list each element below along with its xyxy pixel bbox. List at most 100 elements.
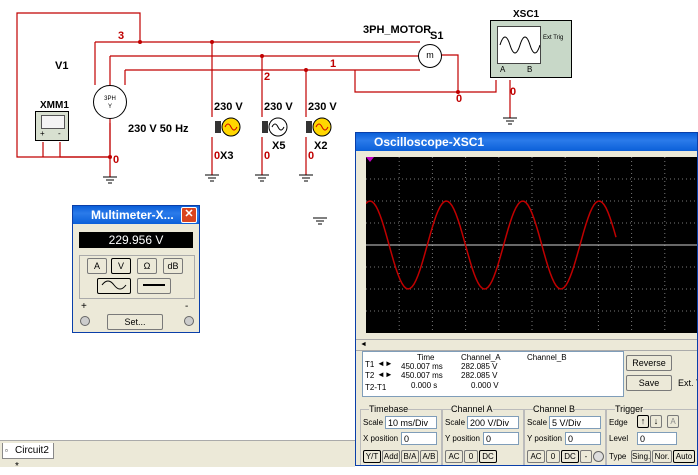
readout-header-time: Time	[417, 353, 435, 362]
ab-button[interactable]: A/B	[420, 450, 438, 463]
ext-trigger-label: Ext. T	[678, 378, 697, 388]
channel-a-trace	[366, 200, 617, 290]
ac-button[interactable]	[97, 278, 131, 294]
multimeter-display: 229.956 V	[79, 232, 193, 248]
timebase-scale-input[interactable]: 10 ms/Div	[385, 416, 437, 429]
trigger-level-input[interactable]: 0	[637, 432, 677, 445]
plus-terminal-label: +	[81, 301, 87, 312]
lamp-x2-value: 230 V	[308, 101, 337, 113]
channel-b-terminal[interactable]	[593, 451, 604, 462]
scroll-left-icon[interactable]: ◄	[360, 341, 367, 348]
mode-ampere-button[interactable]: A	[87, 258, 107, 274]
plus-terminal[interactable]	[80, 316, 90, 326]
net-label-2: 2	[264, 71, 271, 83]
channel-b-ac-button[interactable]: AC	[527, 450, 545, 463]
multimeter-ref: XMM1	[40, 100, 69, 111]
timebase-scale-label: Scale	[363, 418, 384, 427]
cursor-readout: Time Channel_A Channel_B T1 ◄► 450.007 m…	[362, 351, 624, 397]
net-label-0-scope: 0	[510, 86, 517, 98]
channel-a-dc-button[interactable]: DC	[479, 450, 497, 463]
net-label-1: 1	[330, 58, 337, 70]
cursor-marker-icon[interactable]	[366, 157, 374, 162]
t1-cursor-arrows-icon[interactable]: ◄►	[377, 359, 393, 368]
mode-db-button[interactable]: dB	[163, 258, 183, 274]
multimeter-title: Multimeter-X...	[91, 208, 174, 222]
channel-a-title: Channel A	[451, 404, 493, 414]
channel-b-zero-button[interactable]: 0	[546, 450, 560, 463]
single-trigger-button[interactable]: Sing.	[631, 450, 651, 463]
dc-line-icon	[143, 284, 165, 286]
net-label-0-x5: 0	[264, 150, 271, 162]
channel-b-ypos-input[interactable]: 0	[565, 432, 601, 445]
source-value-label: 230 V 50 Hz	[128, 123, 189, 135]
channel-b-scale-label: Scale	[527, 418, 548, 427]
channel-a-ypos-input[interactable]: 0	[483, 432, 519, 445]
normal-trigger-button[interactable]: Nor.	[652, 450, 672, 463]
oscilloscope-screen[interactable]	[366, 157, 698, 333]
net-label-3: 3	[118, 30, 125, 42]
lamp-x3-ref: X3	[220, 150, 234, 162]
close-icon[interactable]: ✕	[181, 207, 197, 223]
oscilloscope-titlebar[interactable]: Oscilloscope-XSC1	[356, 133, 697, 151]
mode-ohm-button[interactable]: Ω	[137, 258, 157, 274]
x-position-input[interactable]: 0	[401, 432, 437, 445]
scope-symbol[interactable]: Ext Trig A B	[490, 20, 572, 78]
rising-edge-icon[interactable]: ↑	[637, 415, 649, 428]
save-button[interactable]: Save	[626, 375, 672, 391]
tab-circuit2[interactable]: ▫ Circuit2 *	[2, 443, 54, 472]
auto-trigger-button[interactable]: Auto	[673, 450, 695, 463]
channel-a-ypos-label: Y position	[445, 434, 480, 443]
channel-a-zero-button[interactable]: 0	[464, 450, 478, 463]
lamp-x2[interactable]	[306, 117, 334, 137]
timebase-group: Timebase Scale 10 ms/Div X position 0 Y/…	[360, 404, 442, 465]
screen-scrollbar[interactable]: ◄	[356, 339, 697, 351]
scope-ref: XSC1	[513, 9, 540, 20]
trigger-title: Trigger	[615, 404, 644, 414]
minus-terminal[interactable]	[184, 316, 194, 326]
motor-title: 3PH_MOTOR	[363, 24, 432, 36]
net-label-0-motor: 0	[456, 93, 463, 105]
motor-symbol[interactable]: m	[418, 44, 442, 68]
channel-b-scale-input[interactable]: 5 V/Div	[549, 416, 601, 429]
multimeter-titlebar[interactable]: Multimeter-X... ✕	[73, 206, 199, 224]
channel-b-invert-button[interactable]: -	[580, 450, 592, 463]
readout-t2-channel-a: 282.085 V	[461, 371, 498, 380]
edge-a-button[interactable]: A	[667, 415, 679, 428]
lamp-x5[interactable]	[262, 117, 290, 137]
readout-t2t1-label: T2-T1	[365, 383, 387, 392]
channel-b-group: Channel B Scale 5 V/Div Y position 0 AC …	[524, 404, 606, 465]
channel-a-ac-button[interactable]: AC	[445, 450, 463, 463]
lamp-x3[interactable]	[215, 117, 243, 137]
set-button[interactable]: Set...	[107, 314, 163, 330]
motor-ref: S1	[430, 30, 444, 42]
scope-b-label: B	[527, 65, 533, 74]
readout-t2-time: 450.007 ms	[401, 371, 443, 380]
net-label-0-x3: 0	[214, 150, 221, 162]
lamp-x5-ref: X5	[272, 140, 286, 152]
readout-header-channel-b: Channel_B	[527, 353, 567, 362]
bottom-tab-bar: ▫ Circuit2 *	[0, 440, 355, 472]
falling-edge-icon[interactable]: ↓	[650, 415, 662, 428]
lamp-x5-value: 230 V	[264, 101, 293, 113]
channel-a-scale-input[interactable]: 200 V/Div	[467, 416, 519, 429]
readout-t1-time: 450.007 ms	[401, 362, 443, 371]
mode-volt-button[interactable]: V	[111, 258, 131, 274]
dc-button[interactable]	[137, 278, 171, 294]
ba-button[interactable]: B/A	[401, 450, 419, 463]
reverse-button[interactable]: Reverse	[626, 355, 672, 371]
add-button[interactable]: Add	[382, 450, 400, 463]
net-label-0-x2: 0	[308, 150, 315, 162]
oscilloscope-window[interactable]: Oscilloscope-XSC1 ◄ Time Channel_A Chann…	[355, 132, 698, 466]
channel-b-dc-button[interactable]: DC	[561, 450, 579, 463]
multimeter-symbol[interactable]: + -	[35, 111, 69, 141]
multimeter-window[interactable]: Multimeter-X... ✕ 229.956 V A V Ω dB + -…	[72, 205, 200, 333]
t2-cursor-arrows-icon[interactable]: ◄►	[377, 370, 393, 379]
yt-button[interactable]: Y/T	[363, 450, 381, 463]
channel-a-group: Channel A Scale 200 V/Div Y position 0 A…	[442, 404, 524, 465]
minus-terminal-label: -	[185, 301, 189, 312]
three-phase-source[interactable]: 3PH Y	[93, 85, 127, 119]
trigger-group: Trigger Edge ↑ ↓ A Level 0 Type Sing. No…	[606, 404, 697, 465]
readout-t2t1-time: 0.000 s	[411, 381, 438, 390]
oscilloscope-title: Oscilloscope-XSC1	[374, 135, 485, 149]
